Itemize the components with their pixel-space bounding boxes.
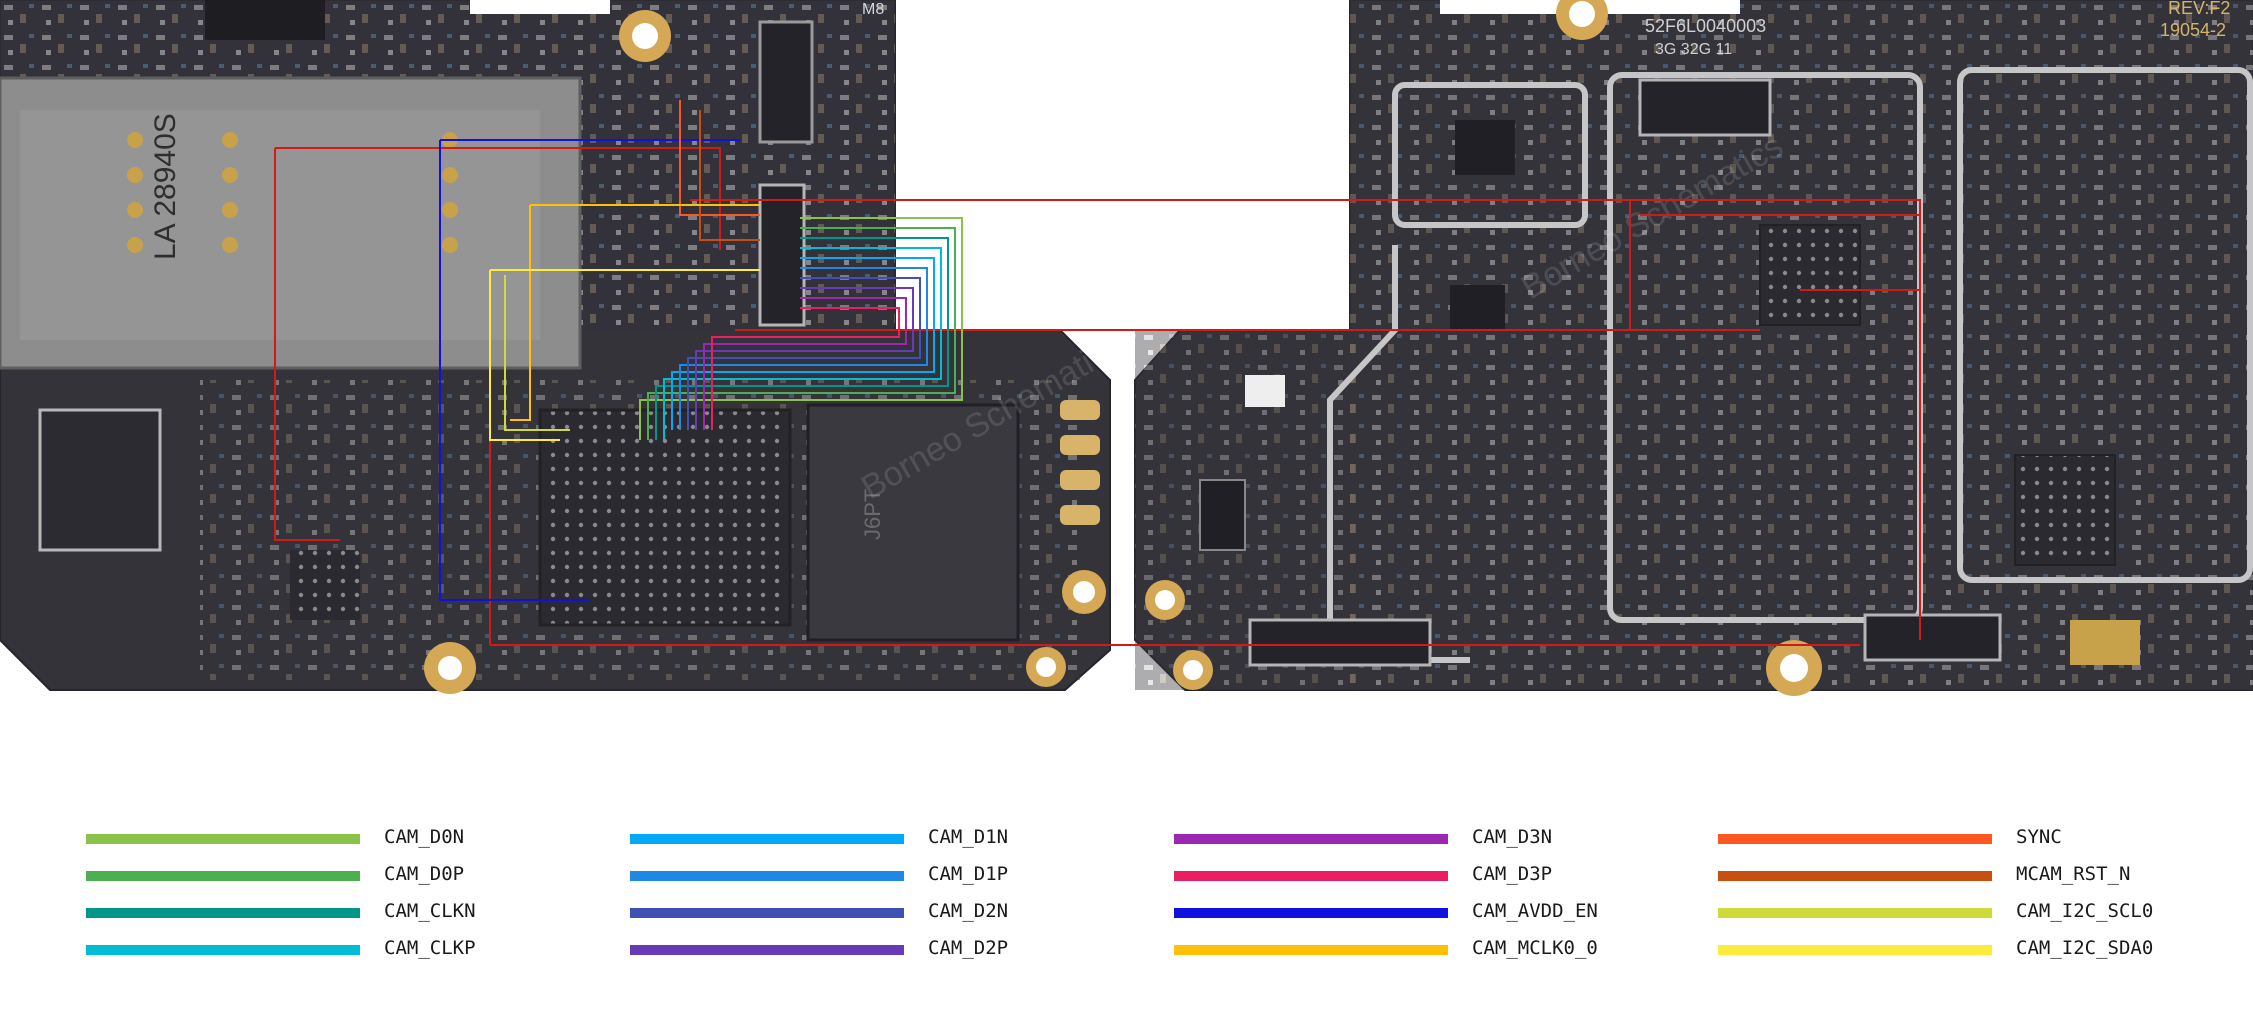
sim-tray-part-number: LA 28940S xyxy=(149,113,182,260)
legend-swatch xyxy=(1174,945,1448,955)
legend-label: SYNC xyxy=(2016,826,2062,848)
legend-swatch xyxy=(1718,945,1992,955)
legend-label: CAM_CLKP xyxy=(384,937,476,959)
pmic-chip xyxy=(1759,224,1861,326)
legend-item: CAM_I2C_SDA0 xyxy=(1718,931,2253,967)
legend-label: CAM_D0P xyxy=(384,863,465,885)
legend-item: CAM_D3P xyxy=(1174,857,1714,893)
legend-column-4: SYNC MCAM_RST_N CAM_I2C_SCL0 CAM_I2C_SDA… xyxy=(1718,820,2253,980)
right-board-code: 52F6L0040003 xyxy=(1645,16,1766,36)
legend-item: CAM_D1P xyxy=(630,857,1170,893)
legend-item: CAM_MCLK0_0 xyxy=(1174,931,1714,967)
right-board-rev: REV:F2 xyxy=(2168,0,2230,18)
legend-swatch xyxy=(630,945,904,955)
legend-label: CAM_D1N xyxy=(928,826,1009,848)
legend-label: MCAM_RST_N xyxy=(2016,863,2131,885)
legend-item: CAM_I2C_SCL0 xyxy=(1718,894,2253,930)
legend-item: CAM_AVDD_EN xyxy=(1174,894,1714,930)
memory-chip xyxy=(806,403,1020,642)
legend-swatch xyxy=(1718,908,1992,918)
legend-item: CAM_D3N xyxy=(1174,820,1714,856)
legend: CAM_D0N CAM_D0P CAM_CLKN CAM_CLKP CAM_D1… xyxy=(0,820,2253,980)
right-board: 52F6L0040003 3G 32G 11 REV:F2 19054-2 Bo… xyxy=(1134,0,2253,696)
legend-item: CAM_D0P xyxy=(86,857,626,893)
legend-item: CAM_D2N xyxy=(630,894,1170,930)
legend-label: CAM_I2C_SCL0 xyxy=(2016,900,2154,922)
legend-label: CAM_D2N xyxy=(928,900,1009,922)
right-board-subcode: 3G 32G 11 xyxy=(1655,41,1732,58)
legend-swatch xyxy=(630,871,904,881)
legend-item: CAM_D2P xyxy=(630,931,1170,967)
legend-swatch xyxy=(86,834,360,844)
right-top-connector xyxy=(1638,78,1772,137)
legend-column-1: CAM_D0N CAM_D0P CAM_CLKN CAM_CLKP xyxy=(86,820,626,980)
right-bottom-connector-left xyxy=(1248,618,1432,667)
legend-label: CAM_CLKN xyxy=(384,900,476,922)
legend-label: CAM_D3P xyxy=(1472,863,1553,885)
legend-label: CAM_D3N xyxy=(1472,826,1553,848)
signal-traces xyxy=(274,100,1921,646)
legend-swatch xyxy=(1174,834,1448,844)
top-silk-mark: M8 xyxy=(862,1,884,18)
legend-swatch xyxy=(1718,871,1992,881)
legend-item: MCAM_RST_N xyxy=(1718,857,2253,893)
left-board: LA 28940S M8 J6PT Borneo Schematics xyxy=(0,0,1129,694)
legend-swatch xyxy=(86,871,360,881)
camera-connector xyxy=(758,183,806,327)
legend-label: CAM_I2C_SDA0 xyxy=(2016,937,2154,959)
legend-column-2: CAM_D1N CAM_D1P CAM_D2N CAM_D2P xyxy=(630,820,1170,980)
legend-swatch xyxy=(1174,908,1448,918)
legend-item: CAM_CLKP xyxy=(86,931,626,967)
legend-swatch xyxy=(1718,834,1992,844)
legend-item: SYNC xyxy=(1718,820,2253,856)
legend-label: CAM_D2P xyxy=(928,937,1009,959)
legend-label: CAM_D0N xyxy=(384,826,465,848)
legend-item: CAM_D0N xyxy=(86,820,626,856)
legend-swatch xyxy=(630,908,904,918)
legend-item: CAM_D1N xyxy=(630,820,1170,856)
legend-label: CAM_MCLK0_0 xyxy=(1472,937,1598,959)
legend-label: CAM_AVDD_EN xyxy=(1472,900,1598,922)
legend-swatch xyxy=(86,945,360,955)
legend-item: CAM_CLKN xyxy=(86,894,626,930)
legend-swatch xyxy=(86,908,360,918)
legend-swatch xyxy=(1174,871,1448,881)
right-board-date: 19054-2 xyxy=(2160,20,2226,40)
pcb-board-view: LA 28940S M8 J6PT Borneo Schematics xyxy=(0,0,2253,696)
soc-bga xyxy=(538,408,792,627)
right-bottom-connector-right xyxy=(1863,613,2002,662)
memory-chip-mark: J6PT xyxy=(860,489,885,540)
legend-column-3: CAM_D3N CAM_D3P CAM_AVDD_EN CAM_MCLK0_0 xyxy=(1174,820,1714,980)
legend-swatch xyxy=(630,834,904,844)
legend-label: CAM_D1P xyxy=(928,863,1009,885)
